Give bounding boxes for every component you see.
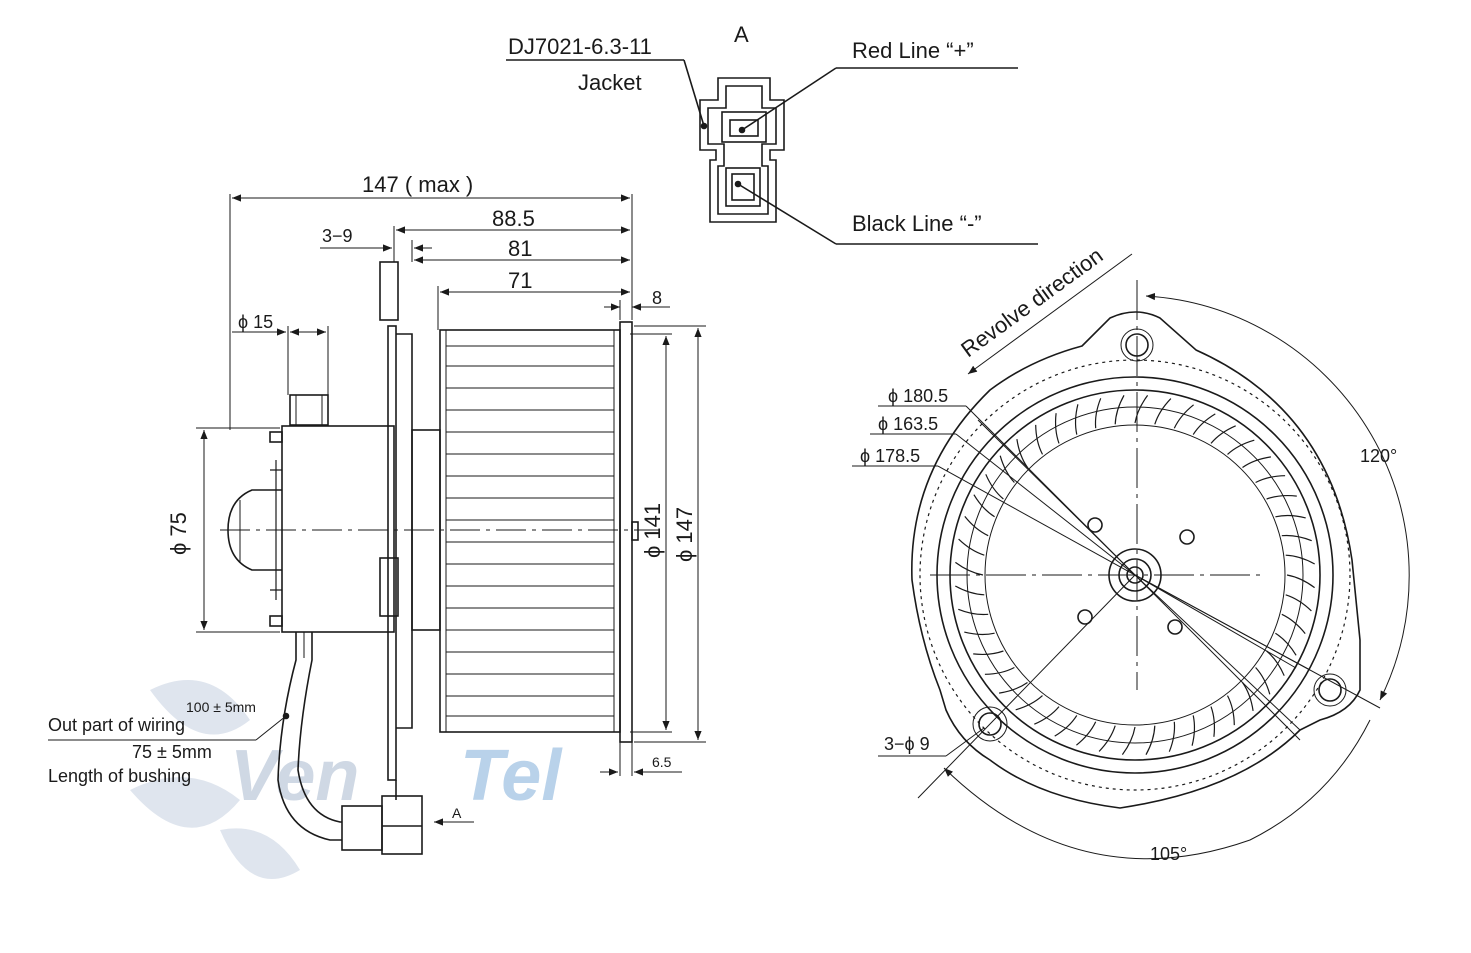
wheel-blade	[1054, 715, 1078, 737]
wheel-blade	[1210, 425, 1236, 444]
connector-housing-inner	[707, 85, 777, 215]
wheel-blade	[973, 494, 995, 518]
wheel-blade	[1134, 395, 1149, 424]
wire-connector	[381, 795, 423, 855]
wheel-blade	[984, 666, 1015, 675]
black-line-label: Black Line “-”	[852, 211, 982, 236]
wheel-blade	[1054, 413, 1060, 444]
mount-flange	[387, 325, 397, 781]
wheel-blade	[1192, 413, 1216, 435]
terminal-negative	[725, 167, 761, 207]
dim-phi-15: ϕ 15	[238, 312, 273, 332]
angle-120-label: 120°	[1360, 446, 1397, 466]
watermark-fan-icon	[130, 680, 300, 879]
wheel-blade	[1154, 398, 1172, 425]
wheel-blade	[1255, 475, 1286, 484]
dim-phi-141: ϕ 141	[640, 503, 665, 558]
blower-wheel	[439, 329, 621, 733]
wheel-blade	[1285, 594, 1312, 612]
wheel-blade	[955, 561, 984, 576]
wheel-blade	[999, 455, 1015, 483]
wiring-cable	[277, 632, 342, 841]
wheel-blade	[964, 516, 989, 537]
dim-phi-75: ϕ 75	[166, 512, 191, 555]
watermark-text-1: Ven	[230, 736, 359, 816]
wheel-blade	[999, 682, 1028, 694]
wheel-blade	[973, 650, 1004, 656]
dim-71: 71	[508, 268, 532, 293]
wheel-blade	[964, 631, 995, 636]
wiring-label: Out part of wiring	[48, 715, 185, 735]
connector-jacket-label: Jacket	[578, 70, 642, 95]
wiring-length: 100 ± 5mm	[186, 699, 256, 715]
wheel-blade	[1034, 706, 1060, 725]
angle-arc-120	[1145, 292, 1410, 701]
dim-6-5: 6.5	[652, 754, 672, 770]
wheel-blade	[1281, 534, 1312, 542]
terminal-positive	[721, 111, 767, 143]
red-line-label: Red Line “+”	[852, 38, 974, 63]
wheel-blade	[1035, 424, 1044, 455]
wheel-blade	[1168, 721, 1176, 752]
wheel-blade	[1074, 404, 1079, 435]
wheel-blade	[1285, 554, 1315, 565]
bushing-label: Length of bushing	[48, 766, 191, 786]
dim-phi-178-5: ϕ 178.5	[860, 446, 920, 466]
watermark-text-2: Tel	[460, 736, 563, 816]
housing-outline	[911, 311, 1361, 809]
watermark: Ven Tel	[130, 680, 563, 879]
wheel-blade	[1145, 725, 1156, 755]
wheel-blade	[1191, 715, 1196, 746]
wheel-blade	[1266, 494, 1297, 500]
bushing-length: 75 ± 5mm	[132, 742, 212, 762]
wheel-blade	[1286, 574, 1315, 589]
wheel-blade	[1076, 721, 1097, 746]
wheel-blade	[1275, 632, 1297, 656]
connector-part-number: DJ7021-6.3-11	[508, 34, 652, 59]
wheel-blade	[1210, 706, 1216, 737]
revolve-direction-arrow	[967, 253, 1133, 375]
angle-arc-105	[943, 719, 1371, 860]
dim-phi-147: ϕ 147	[672, 507, 697, 562]
connector-view-label: A	[734, 22, 749, 47]
dim-phi-180-5: ϕ 180.5	[888, 386, 948, 406]
front-view	[852, 253, 1410, 860]
connector-housing-outer	[699, 77, 785, 223]
wheel-blade	[1275, 514, 1306, 519]
wheel-blades	[446, 345, 614, 717]
wheel-blade	[1094, 398, 1102, 429]
wheel-blade	[1015, 695, 1043, 711]
holes-label: 3−ϕ 9	[884, 734, 930, 754]
wheel-blade	[985, 474, 1004, 500]
wheel-blade	[958, 538, 985, 556]
angle-105-label: 105°	[1150, 844, 1187, 864]
view-arrow-label: A	[452, 805, 462, 821]
shaft-stub	[289, 394, 329, 426]
dim-81: 81	[508, 236, 532, 261]
wheel-blade	[1226, 695, 1235, 726]
wheel-blade	[955, 585, 985, 596]
dim-phi-163-5: ϕ 163.5	[878, 414, 938, 434]
motor-body	[281, 425, 395, 633]
side-view	[48, 194, 706, 855]
dim-88-5: 88.5	[492, 206, 535, 231]
connector-view	[506, 59, 1038, 245]
dim-8: 8	[652, 288, 662, 308]
dim-3-9: 3−9	[322, 226, 353, 246]
wheel-blade	[958, 608, 989, 616]
wheel-blade	[1098, 725, 1116, 752]
wheel-blade	[1114, 395, 1125, 425]
lug-hole-right	[1318, 678, 1342, 702]
lug-hole-left	[978, 712, 1002, 736]
wheel-blade	[1121, 726, 1136, 755]
dim-147-max: 147 ( max )	[362, 172, 473, 197]
